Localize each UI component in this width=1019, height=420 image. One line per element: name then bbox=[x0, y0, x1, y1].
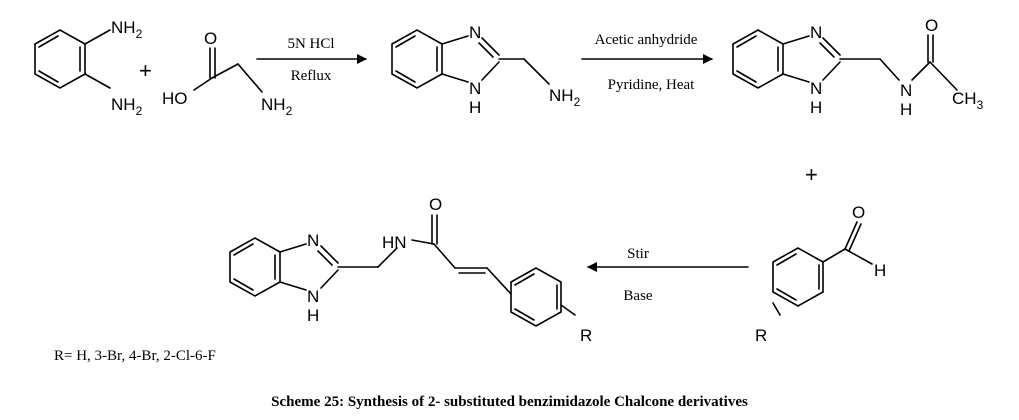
imidazole-nh-2: N bbox=[810, 79, 822, 98]
step1-condition: Reflux bbox=[291, 68, 332, 84]
chalcone-product: N N H HN O R bbox=[229, 195, 592, 345]
o-phenylenediamine: NH2 NH2 bbox=[34, 18, 143, 118]
imidazole-n: N bbox=[469, 23, 481, 42]
imidazole-nh: N bbox=[469, 79, 481, 98]
step3-reagent: Stir bbox=[627, 246, 649, 262]
plus-sign-2: + bbox=[805, 162, 818, 187]
product-r-group: R bbox=[580, 326, 592, 345]
amide-h: H bbox=[900, 100, 912, 119]
imidazole-h-2: H bbox=[810, 98, 822, 117]
amide-n: N bbox=[900, 81, 912, 100]
aldehyde-r-group: R bbox=[755, 326, 767, 345]
glycine-hydroxyl: HO bbox=[162, 89, 188, 108]
product-imidazole-h: H bbox=[307, 306, 319, 325]
product-amide-hn: HN bbox=[382, 233, 407, 252]
amine-label-3: NH2 bbox=[549, 86, 581, 109]
substituted-benzaldehyde: O H R bbox=[755, 203, 886, 345]
scheme-caption: Scheme 25: Synthesis of 2- substituted b… bbox=[271, 394, 748, 410]
imidazole-h: H bbox=[469, 98, 481, 117]
acetamidomethyl-benzimidazole: N N H O N H CH3 bbox=[732, 16, 984, 119]
glycine-amine: NH2 bbox=[261, 95, 293, 118]
glycine-oxygen: O bbox=[204, 29, 217, 48]
product-carbonyl-oxygen: O bbox=[429, 195, 442, 214]
amine-label-1: NH2 bbox=[111, 18, 143, 41]
reaction-arrow-3: Stir Base bbox=[587, 246, 749, 304]
aminomethyl-benzimidazole: N N H NH2 bbox=[391, 23, 581, 117]
step1-reagent: 5N HCl bbox=[287, 36, 334, 52]
carbonyl-oxygen: O bbox=[925, 16, 938, 35]
glycine: O HO NH2 bbox=[162, 29, 293, 118]
step2-reagent: Acetic anhydride bbox=[595, 32, 698, 48]
r-group-definitions: R= H, 3-Br, 4-Br, 2-Cl-6-F bbox=[54, 348, 216, 364]
amine-label-2: NH2 bbox=[111, 95, 143, 118]
methyl-label: CH3 bbox=[952, 89, 984, 112]
imidazole-n-2: N bbox=[810, 23, 822, 42]
product-imidazole-n: N bbox=[307, 231, 319, 250]
step3-condition: Base bbox=[623, 288, 653, 304]
reaction-arrow-1: 5N HCl Reflux bbox=[256, 36, 367, 84]
plus-sign-1: + bbox=[139, 58, 152, 83]
step2-condition: Pyridine, Heat bbox=[608, 77, 695, 93]
aldehyde-oxygen: O bbox=[852, 203, 865, 222]
aldehyde-h: H bbox=[874, 261, 886, 280]
reaction-arrow-2: Acetic anhydride Pyridine, Heat bbox=[581, 32, 713, 93]
product-imidazole-nh: N bbox=[307, 287, 319, 306]
